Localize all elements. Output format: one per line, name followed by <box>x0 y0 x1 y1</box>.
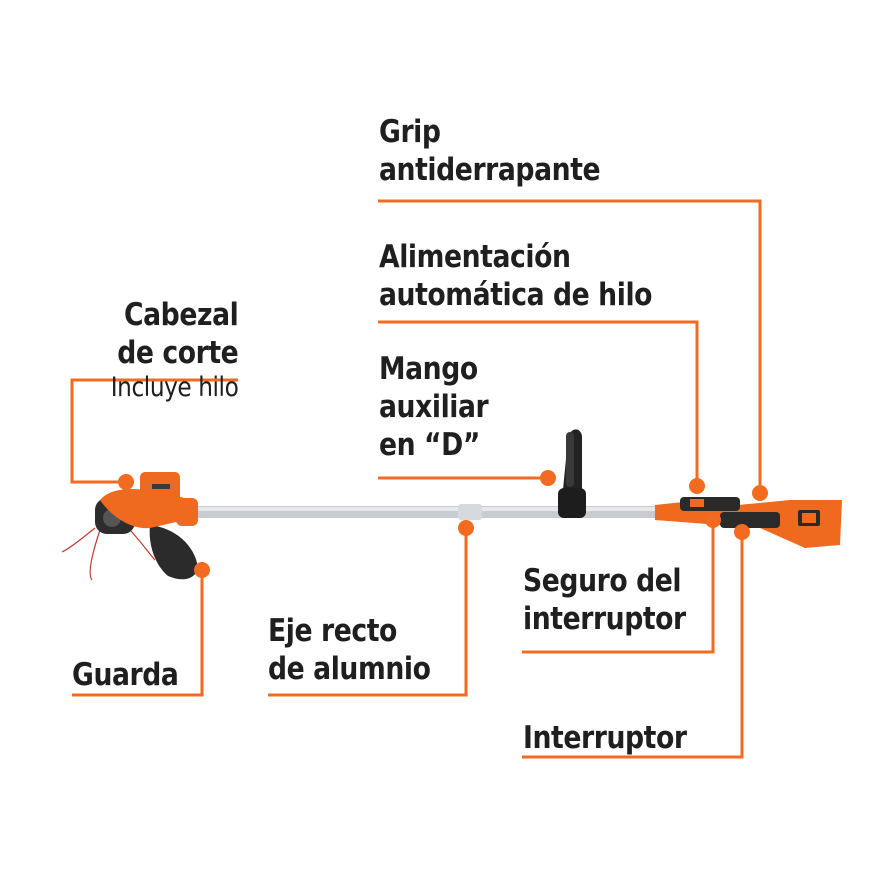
shaft-icon <box>188 504 668 520</box>
label-interruptor-line1: Interruptor <box>523 720 687 756</box>
label-alimentacion-line1: Alimentación <box>379 239 571 275</box>
label-cabezal-line2: de corte <box>116 335 239 371</box>
cutting-head-icon <box>95 472 198 534</box>
dot-alimentacion <box>689 478 705 494</box>
label-eje-line2: de alumnio <box>268 651 431 687</box>
dot-grip <box>752 485 768 501</box>
leader-eje <box>268 528 468 697</box>
leader-interruptor <box>522 532 744 759</box>
label-seguro-line1: Seguro del <box>523 563 682 599</box>
label-eje: Eje recto de alumnio <box>268 612 431 688</box>
trimmer-line-icon <box>61 527 156 581</box>
label-interruptor: Interruptor <box>523 719 687 757</box>
dot-interruptor <box>734 524 750 540</box>
label-grip-line2: antiderrapante <box>379 152 601 188</box>
guard-icon <box>149 525 198 580</box>
label-mango-line2: auxiliar <box>379 389 489 425</box>
label-mango-line3: en “D” <box>379 427 480 463</box>
label-guarda-line1: Guarda <box>72 657 179 693</box>
dot-eje <box>458 520 474 536</box>
label-seguro: Seguro del interruptor <box>523 562 686 638</box>
label-guarda: Guarda <box>72 656 179 694</box>
leader-cabezal <box>70 378 238 484</box>
label-eje-line1: Eje recto <box>268 613 397 649</box>
dot-guarda <box>194 562 210 578</box>
label-mango: Mango auxiliar en “D” <box>379 350 489 464</box>
label-seguro-line2: interruptor <box>523 601 686 637</box>
label-mango-line1: Mango <box>379 351 478 387</box>
d-handle-icon <box>558 429 586 518</box>
label-cabezal: Cabezal de corte Incluye hilo <box>110 296 238 404</box>
leader-grip <box>378 199 762 490</box>
label-cabezal-sub: Incluye hilo <box>110 372 238 403</box>
label-grip-line1: Grip <box>379 114 441 150</box>
label-grip: Grip antiderrapante <box>379 113 601 189</box>
leader-guarda <box>72 568 204 697</box>
dot-cabezal <box>118 474 134 490</box>
dot-mango <box>540 470 556 486</box>
leader-seguro <box>522 520 715 654</box>
label-alimentacion-line2: automática de hilo <box>379 277 653 313</box>
leader-alimentacion <box>378 320 699 484</box>
motor-housing-icon <box>655 497 842 548</box>
label-alimentacion: Alimentación automática de hilo <box>379 238 652 314</box>
dot-seguro <box>705 512 721 528</box>
label-cabezal-line1: Cabezal <box>123 297 239 333</box>
